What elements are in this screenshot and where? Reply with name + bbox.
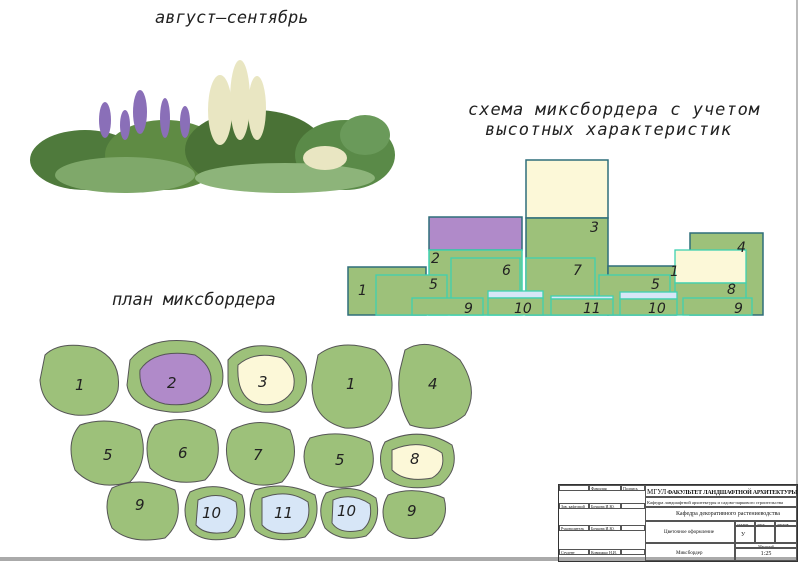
stamp-supervisor-name: Бочкова И.Ю. [589,525,621,531]
scheme-label: 7 [573,263,582,279]
scheme-label: 8 [727,282,736,298]
stamp-scale-header: Масштаб [735,543,797,548]
stamp-sheets-header: листов [775,521,797,526]
scheme-title-line1: схема миксбордера с учетом [468,100,761,120]
plan-label: 11 [274,504,293,522]
plan-label: 7 [253,446,263,464]
plan-bed-4 [398,343,472,429]
plan-bed-1 [39,344,120,416]
scheme-label: 4 [737,240,746,256]
plan-label: 10 [202,504,221,522]
scheme-label: 6 [502,263,511,279]
scheme-label: 10 [514,301,532,317]
scheme-label: 1 [670,264,679,280]
plan-flower-11 [261,493,310,534]
plan-flower-10b [331,496,372,532]
plan-label: 9 [407,502,417,520]
stamp-dept1: Кафедра ландшафтной архитектуры и садово… [645,497,797,507]
plan-label: 10 [337,502,356,520]
plan-flower-3 [237,354,295,406]
mixborder-plan: 1 2 3 1 4 5 6 7 5 8 9 10 11 10 9 [39,339,472,541]
scheme-label: 9 [734,301,743,317]
scheme-label: 1 [358,283,367,299]
stamp-stage-header: стадия [735,521,755,526]
plan-label: 3 [258,373,268,391]
scheme-block-10-flower [487,290,544,299]
stamp-signature-header: Подпись [621,485,645,491]
stamp-sheet-header: лист [755,521,775,526]
stamp-faculty: ФАКУЛЬТЕТ ЛАНДШАФТНОЙ АРХИТЕКТУРЫ [667,490,798,496]
scheme-block-10r-flower [619,291,678,300]
scheme-block-3-flower [525,159,609,219]
plan-bed-7 [226,422,295,486]
stamp-subject: Цветочное оформление [645,521,735,543]
scheme-block-10-right [619,298,678,316]
scheme-label: 10 [648,301,666,317]
scheme-label: 5 [429,277,438,293]
scheme-label: 9 [464,301,473,317]
purple-spikes [99,90,190,140]
scheme-block-10 [487,297,544,316]
stamp-head-name: Бочкова И.Ю. [589,503,621,509]
plan-label: 6 [178,444,188,462]
stamp-supervisor-role: Руководитель [559,525,589,531]
title-block: Фамилия Подпись Зав. кафедрой Бочкова И.… [558,484,798,562]
plan-label: 5 [335,451,345,469]
plan-label: 8 [410,450,420,468]
plan-label: 5 [103,446,113,464]
white-flower-plumes [208,60,347,170]
plan-label: 1 [75,376,85,394]
plan-label: 9 [135,496,145,514]
plan-flower-2 [139,352,212,406]
plan-bed-1b [311,344,393,429]
plan-title: план миксбордера [112,290,276,310]
stamp-drawing: Миксбордер [645,543,735,561]
stamp-header: МГУЛ ФАКУЛЬТЕТ ЛАНДШАФТНОЙ АРХИТЕКТУРЫ [645,485,797,497]
scheme-label: 11 [583,301,601,317]
stamp-scale: 1:25 [735,548,797,561]
stamp-university: МГУЛ [647,488,667,496]
stamp-head-role: Зав. кафедрой [559,503,589,509]
scheme-label: 2 [431,251,440,267]
scheme-block-8-flower [674,249,747,284]
scheme-block-9 [411,297,484,316]
height-scheme: 1 2 3 4 5 6 7 8 9 10 11 1 5 9 10 [347,159,764,317]
plan-flower-10 [195,495,238,534]
scheme-label: 3 [590,220,599,236]
plan-label: 2 [167,374,177,392]
plan-bed-6 [146,419,219,483]
stamp-surname-header: Фамилия [589,485,621,491]
season-title: август–сентябрь [155,8,309,28]
plan-label: 4 [428,375,438,393]
scheme-block-11 [550,298,614,316]
scheme-title-line2: высотных характеристик [485,120,733,140]
plan-flower-8 [391,444,444,480]
stamp-student-role: Студент [559,549,589,555]
scheme-block-9-right [682,297,753,316]
stamp-stage: У [735,526,755,543]
planting-illustration [30,60,395,193]
scheme-label: 5 [651,277,660,293]
scheme-block-2-flower [428,216,523,251]
stamp-dept2: Кафедра декоративного растениеводства [645,507,797,521]
plan-bed-5b [303,433,374,488]
plan-bed-9 [106,481,179,541]
plan-bed-9b [382,490,446,540]
stamp-student-name: Коврижко Н.И. [589,549,621,555]
plan-label: 1 [346,375,356,393]
plan-bed-5 [70,420,144,486]
